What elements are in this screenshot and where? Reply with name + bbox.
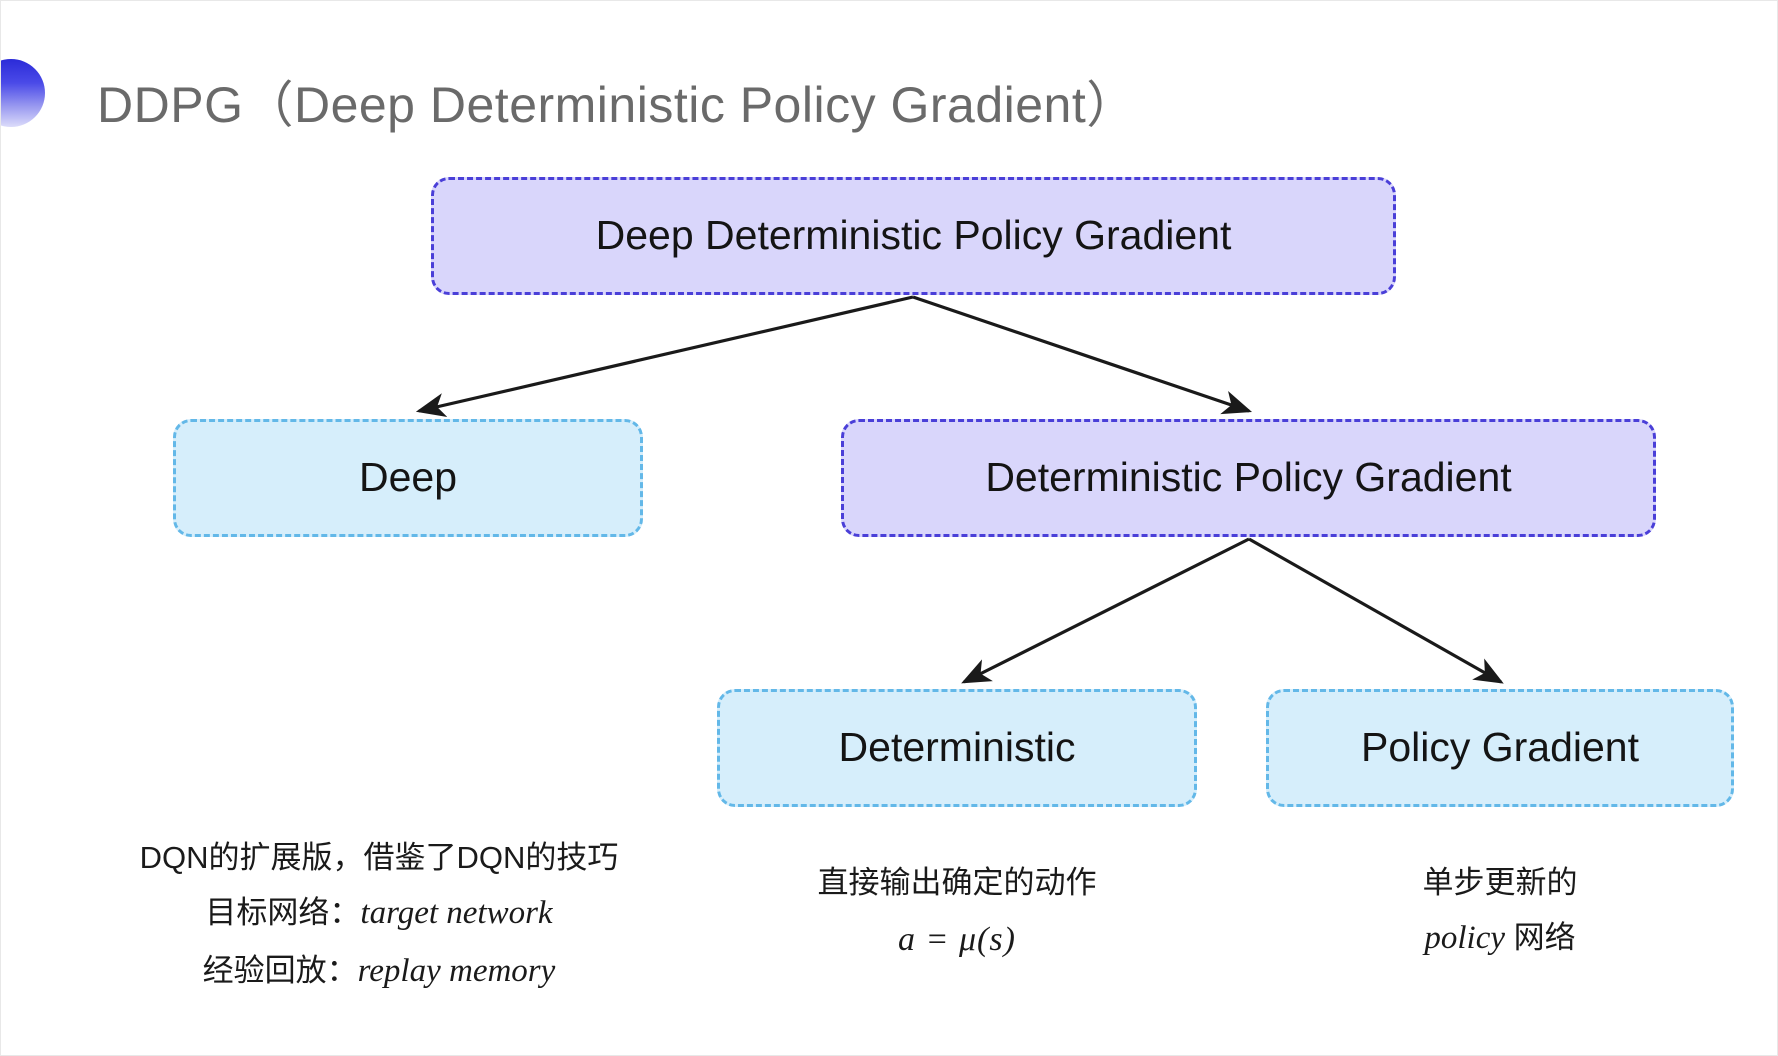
node-label: Policy Gradient [1360, 724, 1639, 771]
node-deterministic[interactable]: Deterministic [717, 689, 1197, 807]
node-deterministic-policy-gradient[interactable]: Deterministic Policy Gradient [841, 419, 1656, 537]
annotation-deep-line2-label: 目标网络： [205, 895, 361, 931]
node-label: Deep [358, 454, 457, 501]
annotation-deep-line2: 目标网络：target network [119, 885, 639, 943]
annotation-deterministic: 直接输出确定的动作 a = μ(s) [707, 856, 1207, 970]
annotation-policy-gradient-line1: 单步更新的 [1422, 865, 1578, 900]
half-circle-gradient-icon [1, 59, 45, 127]
node-deep[interactable]: Deep [173, 419, 643, 537]
page-title: DDPG（Deep Deterministic Policy Gradient） [97, 77, 1137, 133]
arrow-root-to-dpg [912, 295, 1253, 415]
arrow-dpg-to-policy-gradient [1248, 537, 1504, 684]
arrow-dpg-to-deterministic [961, 537, 1250, 684]
annotation-deep-line2-term: target network [360, 895, 553, 932]
annotation-deep-line3-label: 经验回放： [202, 953, 358, 988]
node-policy-gradient[interactable]: Policy Gradient [1266, 689, 1734, 807]
arrow-root-to-deep [415, 295, 914, 417]
annotation-policy-gradient-line2: policy 网络 [1263, 910, 1737, 968]
annotation-policy-gradient-term: policy [1424, 920, 1505, 957]
node-label: Deterministic [838, 724, 1076, 771]
annotation-deep: DQN的扩展版，借鉴了DQN的技巧 目标网络：target network 经验… [119, 831, 639, 1001]
node-label: Deterministic Policy Gradient [985, 454, 1512, 501]
annotation-policy-gradient: 单步更新的 policy 网络 [1263, 856, 1737, 968]
annotation-deep-line1: DQN的扩展版，借鉴了DQN的技巧 [139, 840, 619, 875]
node-label: Deep Deterministic Policy Gradient [595, 212, 1232, 259]
annotation-deterministic-formula: a = μ(s) [898, 921, 1016, 959]
annotation-deep-line3-term: replay memory [357, 953, 556, 989]
node-deep-deterministic-policy-gradient[interactable]: Deep Deterministic Policy Gradient [431, 177, 1396, 295]
annotation-deep-line3: 经验回放：replay memory [119, 943, 639, 1001]
annotation-deterministic-line1: 直接输出确定的动作 [817, 865, 1097, 900]
annotation-policy-gradient-suffix: 网络 [1505, 920, 1576, 956]
